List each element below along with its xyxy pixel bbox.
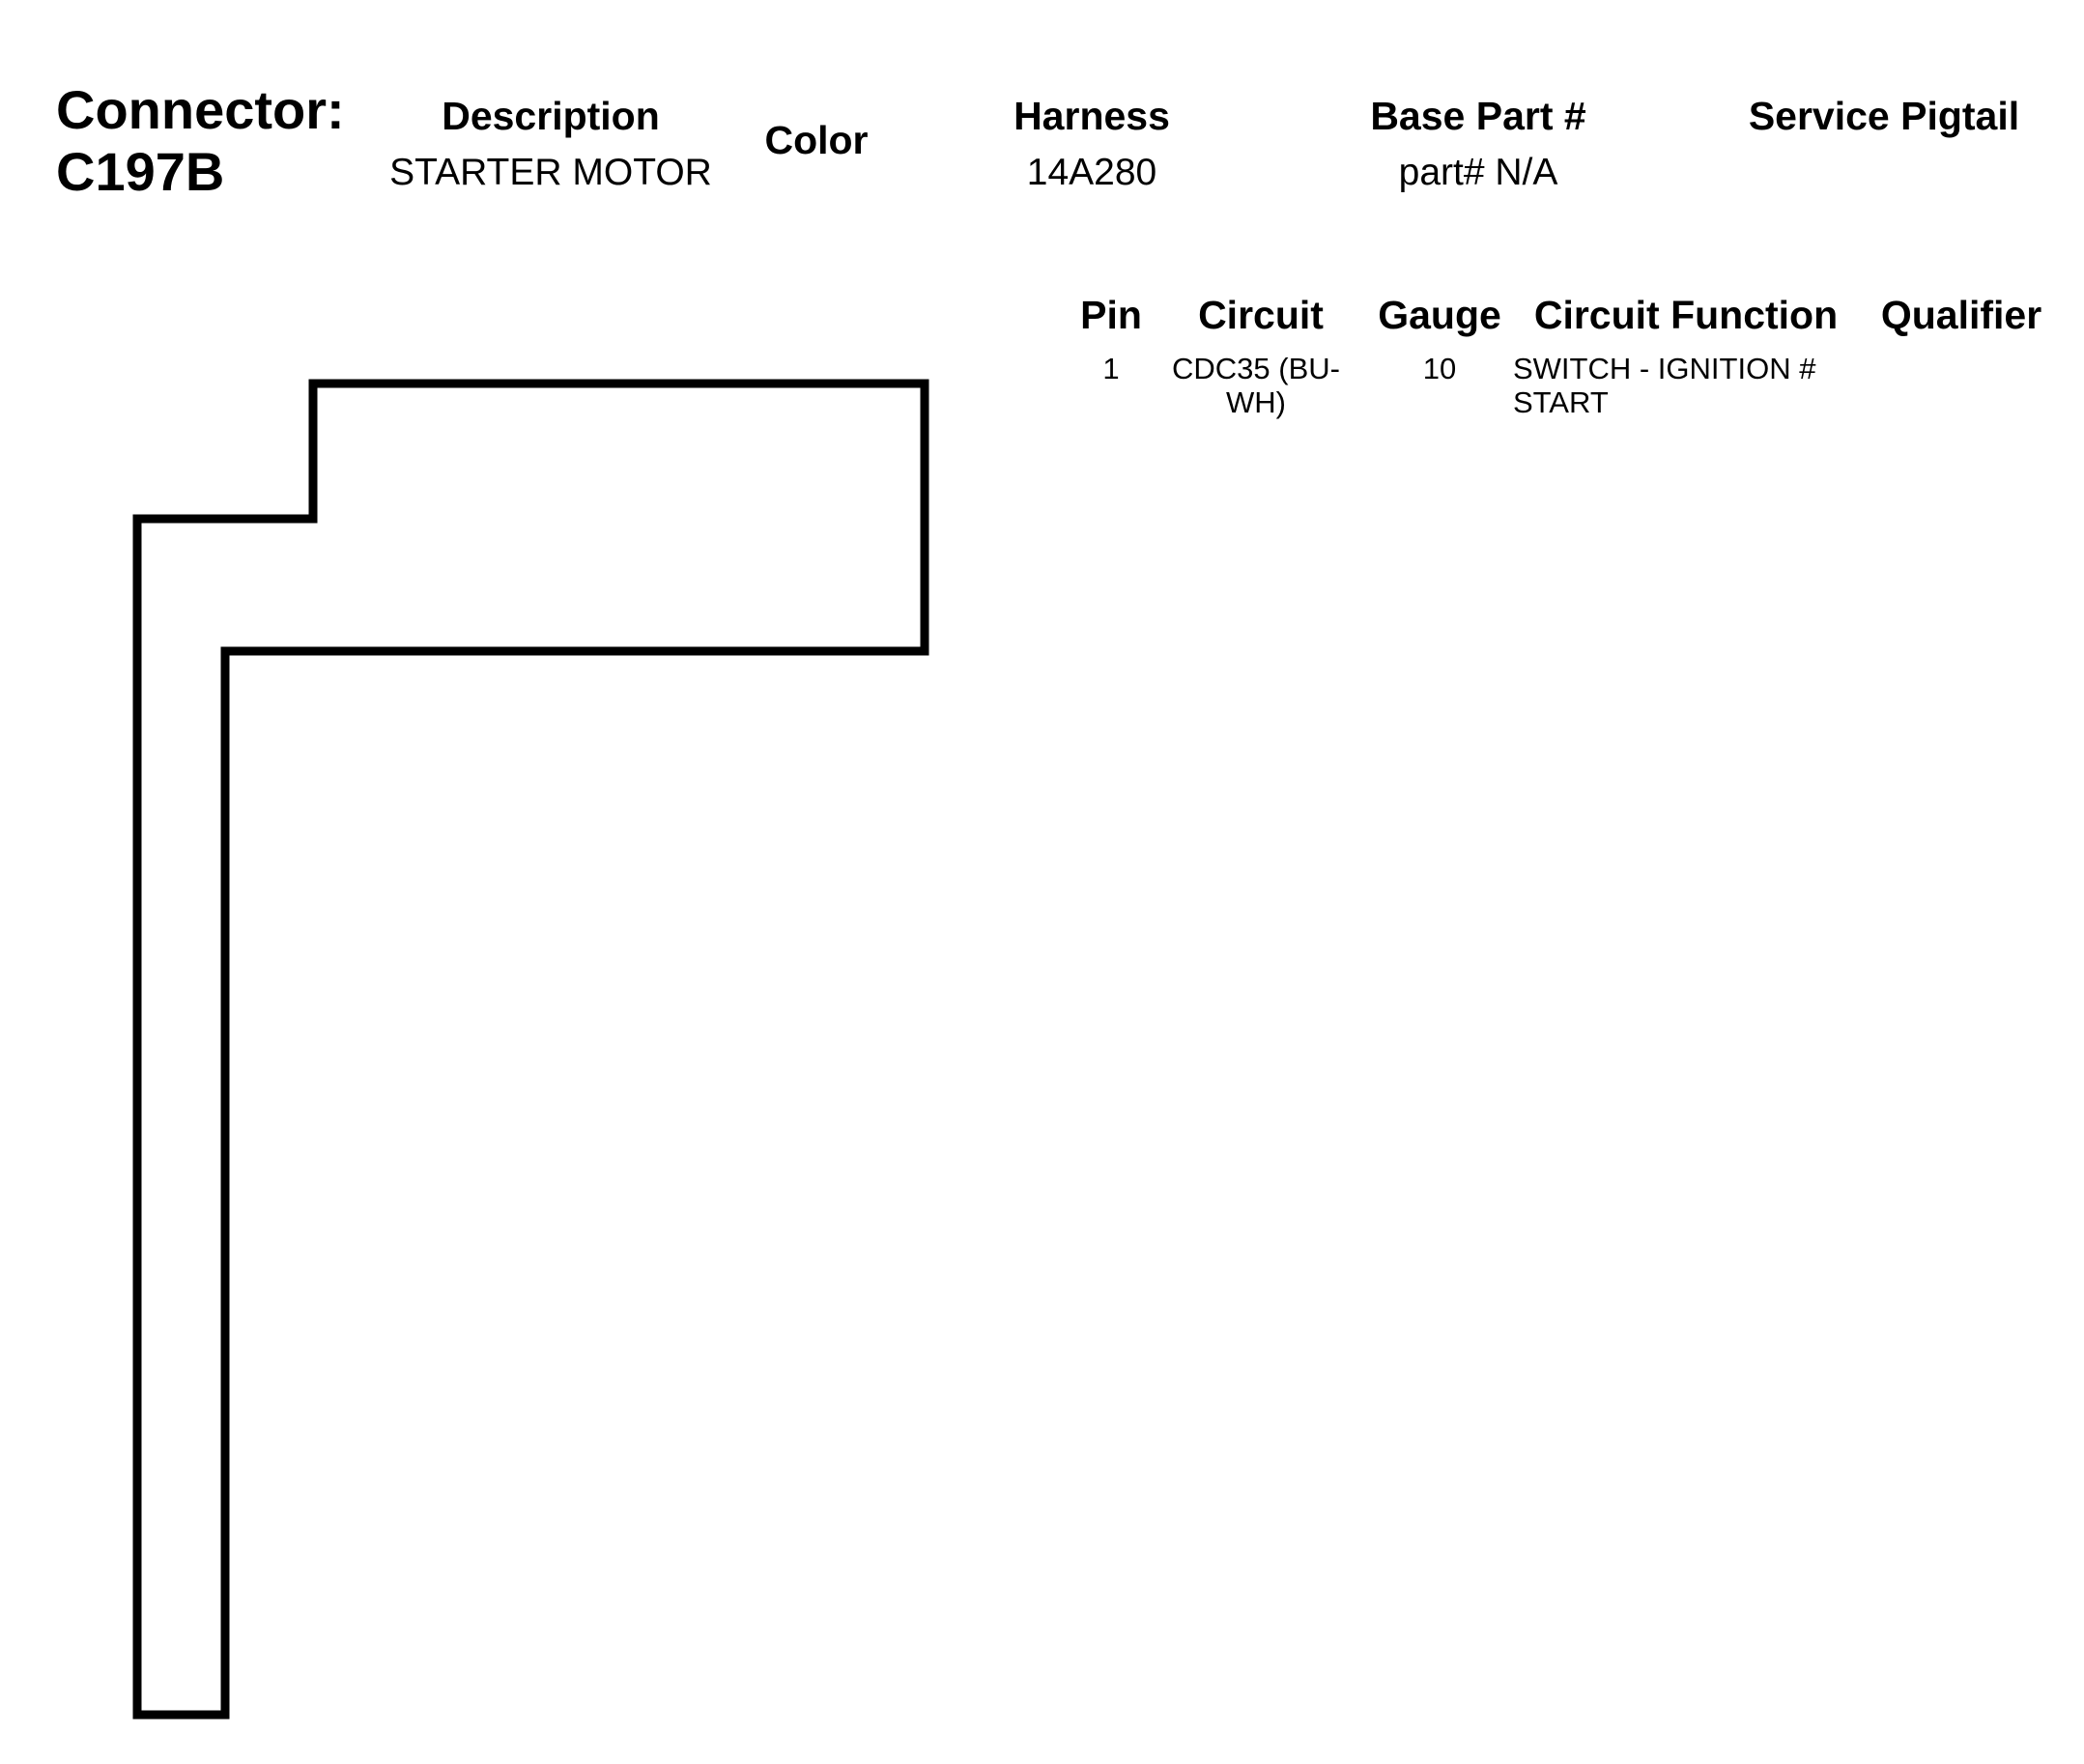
- connector-id: C197B: [56, 141, 225, 202]
- color-label: Color: [764, 118, 869, 162]
- connector-outline-shape: [132, 379, 929, 1720]
- column-header-gauge: Gauge: [1378, 293, 1501, 337]
- base-part-label: Base Part #: [1370, 94, 1586, 138]
- table-cell-gauge: 10: [1422, 352, 1457, 385]
- table-cell-circuit-function: SWITCH - IGNITION # START: [1513, 352, 1816, 419]
- column-header-circuit-function: Circuit Function: [1533, 293, 1839, 337]
- column-header-circuit: Circuit: [1198, 293, 1324, 337]
- connector-label: Connector:: [56, 79, 345, 140]
- description-label: Description: [442, 94, 660, 138]
- description-value: STARTER MOTOR: [389, 152, 712, 193]
- harness-value: 14A280: [1026, 152, 1157, 193]
- table-cell-circuit: CDC35 (BU-WH): [1172, 352, 1340, 419]
- base-part-value: part# N/A: [1398, 152, 1558, 193]
- harness-label: Harness: [1013, 94, 1170, 138]
- table-cell-pin: 1: [1102, 352, 1120, 385]
- column-header-pin: Pin: [1080, 293, 1142, 337]
- column-header-qualifier: Qualifier: [1880, 293, 2042, 337]
- service-pigtail-label: Service Pigtail: [1748, 94, 2020, 138]
